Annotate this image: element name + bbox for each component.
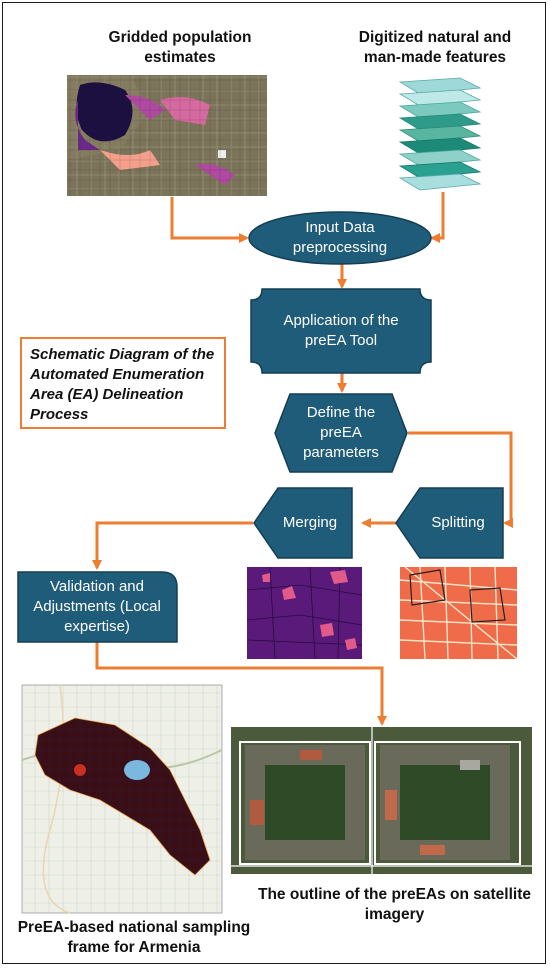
validation-text: Validation and Adjustments (Local expert… [33,578,161,635]
merging-result-image [246,566,363,660]
splitting-text: Splitting [431,514,485,531]
input-preprocessing-text: Input Data preprocessing [292,219,388,256]
preea-outline-label: The outline of the preEAs on satellite i… [257,886,531,923]
splitting-result-image [399,566,518,660]
define-parameters-shape [274,393,408,473]
validation-shape [17,571,178,643]
input-preprocessing-shape [248,211,432,265]
armenia-map-image [21,684,223,914]
digitized-features-label: Digitized natural and man-made features [358,29,512,66]
merging-shape [253,487,353,559]
satellite-image [231,727,532,874]
diagram-title: Schematic Diagram of the Automated Enume… [20,337,226,429]
digitized-layers-image [398,77,482,191]
national-frame-label: PreEA-based national sampling frame for … [17,919,251,956]
gridded-population-image [67,75,267,196]
connector-arrows [92,192,513,726]
splitting-shape [395,487,504,559]
merging-text: Merging [282,514,338,531]
application-tool-shape [250,288,432,374]
application-tool-text: Application of the preEA Tool [283,312,399,349]
gridded-population-label: Gridded population estimates [108,29,252,66]
define-parameters-text: Define the preEA parameters [303,404,379,461]
